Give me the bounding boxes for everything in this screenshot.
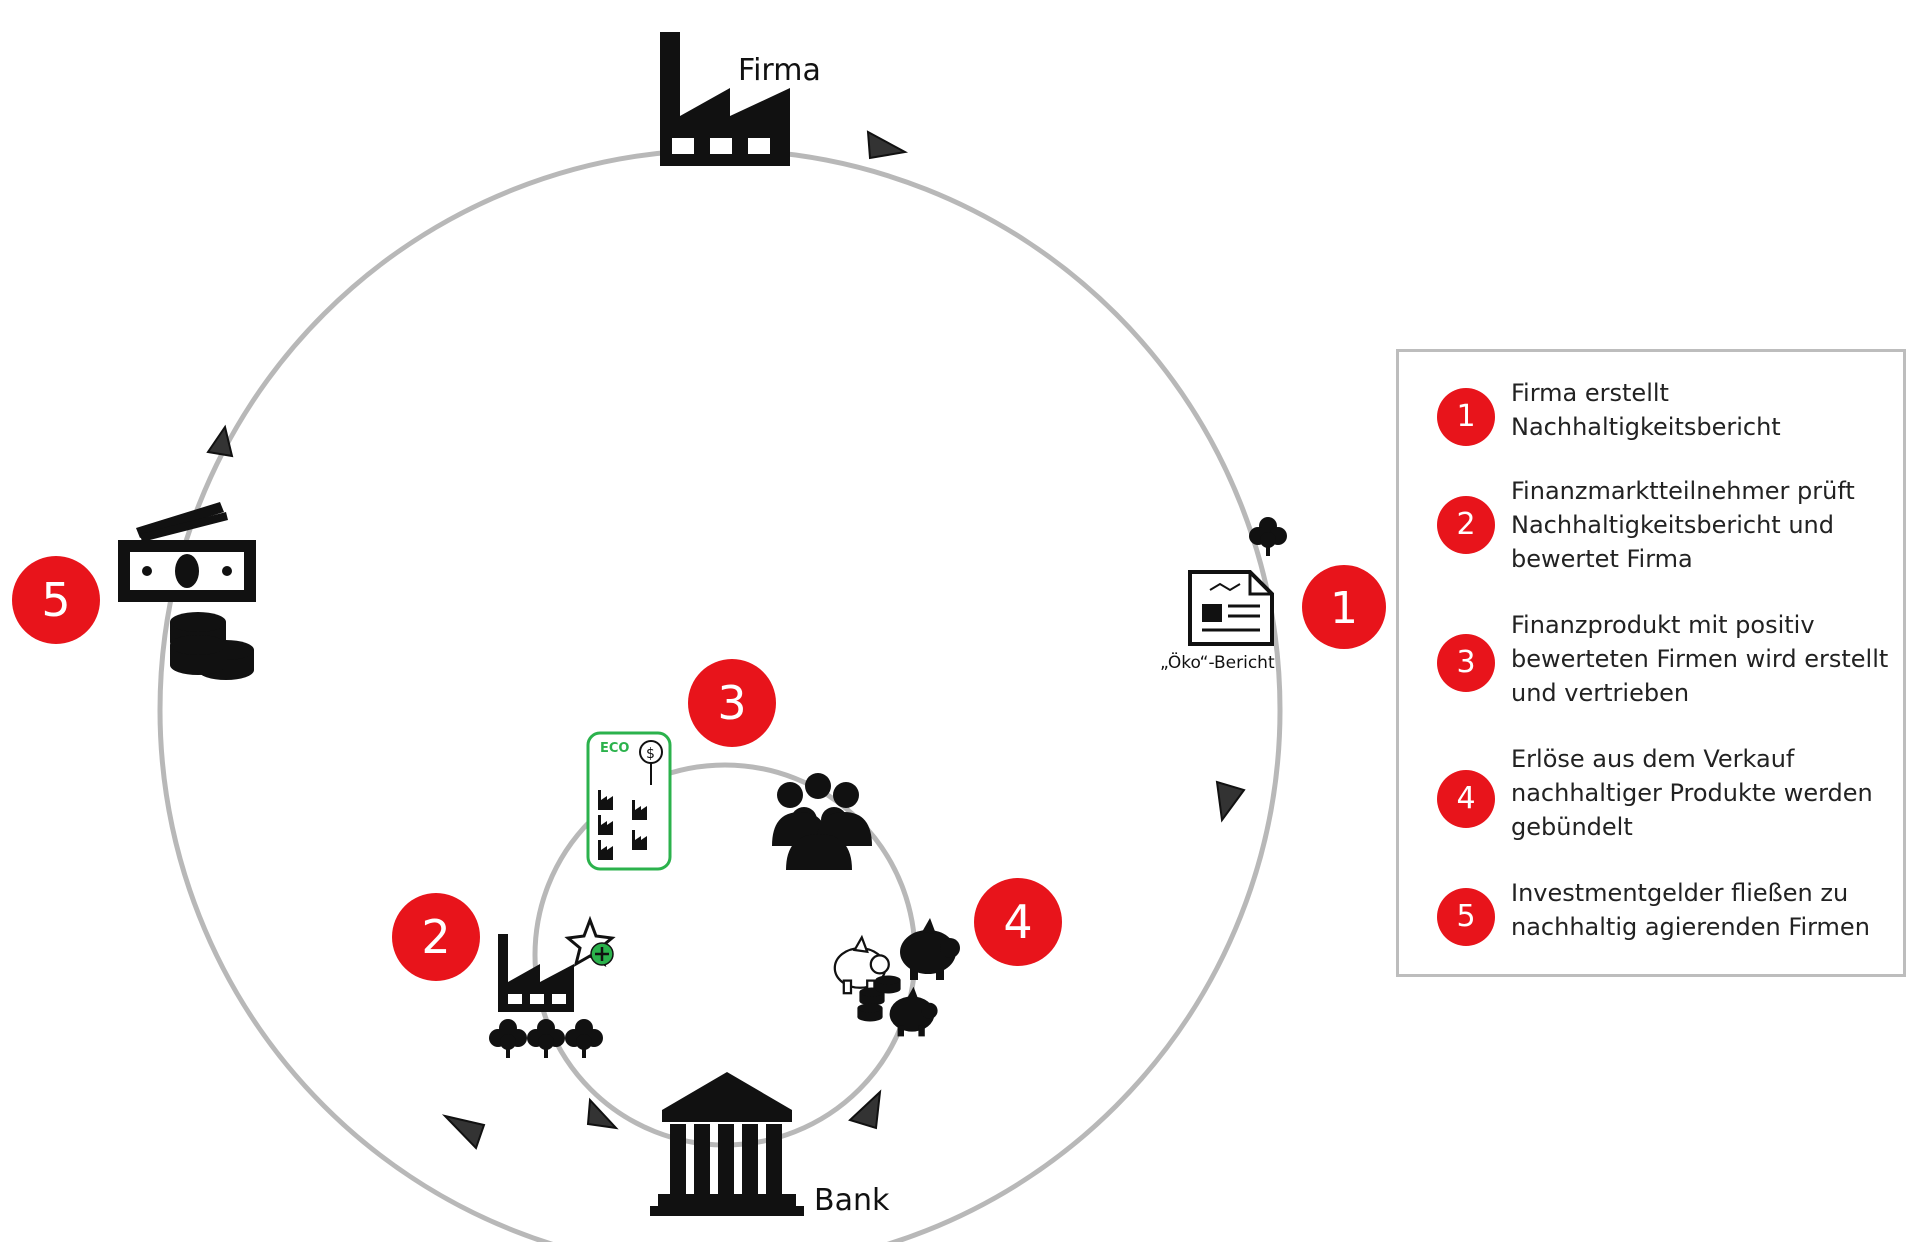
bank-icon <box>650 1072 804 1216</box>
svg-text:4: 4 <box>1003 895 1032 949</box>
firma-label: Firma <box>738 53 821 88</box>
legend-badge-3: 3 <box>1437 634 1495 692</box>
inner-arrow-left <box>586 1097 619 1130</box>
trees-icon <box>489 1019 603 1058</box>
svg-text:3: 3 <box>717 676 746 730</box>
legend-item-4: 4 Erlöse aus dem Verkauf nachhaltiger Pr… <box>1437 742 1897 852</box>
svg-text:5: 5 <box>41 573 70 627</box>
eco-card-label: ECO <box>600 741 629 756</box>
piggy-large-icon <box>900 918 960 980</box>
rated-factory-icon <box>498 934 574 1012</box>
badge-2: 2 <box>392 893 480 981</box>
svg-text:1: 1 <box>1330 583 1358 634</box>
coins-icon <box>170 612 254 680</box>
legend-item-1: 1 Firma erstellt Nachhaltigkeitsbericht <box>1437 376 1897 486</box>
report-icon <box>1188 570 1274 646</box>
legend-badge-5: 5 <box>1437 888 1495 946</box>
legend-badge-2: 2 <box>1437 496 1495 554</box>
legend-text-4: Erlöse aus dem Verkauf nachhaltiger Prod… <box>1511 745 1873 841</box>
money-icon <box>118 502 256 602</box>
people-icon <box>772 773 872 870</box>
legend-item-3: 3 Finanzprodukt mit positiv bewerteten F… <box>1437 608 1897 718</box>
factory-icon <box>660 32 790 166</box>
badge-5: 5 <box>12 556 100 644</box>
outer-arrow-top-right <box>866 130 909 160</box>
legend-text-2: Finanzmarktteilnehmer prüft Nachhaltigke… <box>1511 477 1855 573</box>
svg-text:2: 2 <box>421 910 450 964</box>
outer-arrow-left <box>206 424 234 458</box>
legend-badge-1: 1 <box>1437 388 1495 446</box>
star-plus-icon <box>564 915 616 968</box>
bank-label: Bank <box>814 1183 890 1218</box>
svg-text:$: $ <box>646 746 655 762</box>
legend-item-2: 2 Finanzmarktteilnehmer prüft Nachhaltig… <box>1437 474 1897 584</box>
eco-fund-card: ECO $ <box>586 731 672 871</box>
legend-text-3: Finanzprodukt mit positiv bewerteten Fir… <box>1511 611 1889 707</box>
badge-1: 1 <box>1302 565 1386 649</box>
piggy-small-icon <box>889 986 938 1037</box>
badge-4: 4 <box>974 878 1062 966</box>
inner-arrow-right <box>848 1089 882 1130</box>
report-label: „Öko“-Bericht <box>1160 651 1275 673</box>
legend-item-5: 5 Investmentgelder fließen zu nachhaltig… <box>1437 876 1897 986</box>
outer-arrow-bottom-left <box>441 1114 486 1150</box>
badge-3: 3 <box>688 659 776 747</box>
legend-box: 1 Firma erstellt Nachhaltigkeitsbericht … <box>1396 349 1906 977</box>
legend-text-5: Investmentgelder fließen zu nachhaltig a… <box>1511 879 1870 941</box>
outer-arrow-right <box>1215 780 1246 823</box>
legend-badge-4: 4 <box>1437 770 1495 828</box>
legend-text-1: Firma erstellt Nachhaltigkeitsbericht <box>1511 379 1781 441</box>
